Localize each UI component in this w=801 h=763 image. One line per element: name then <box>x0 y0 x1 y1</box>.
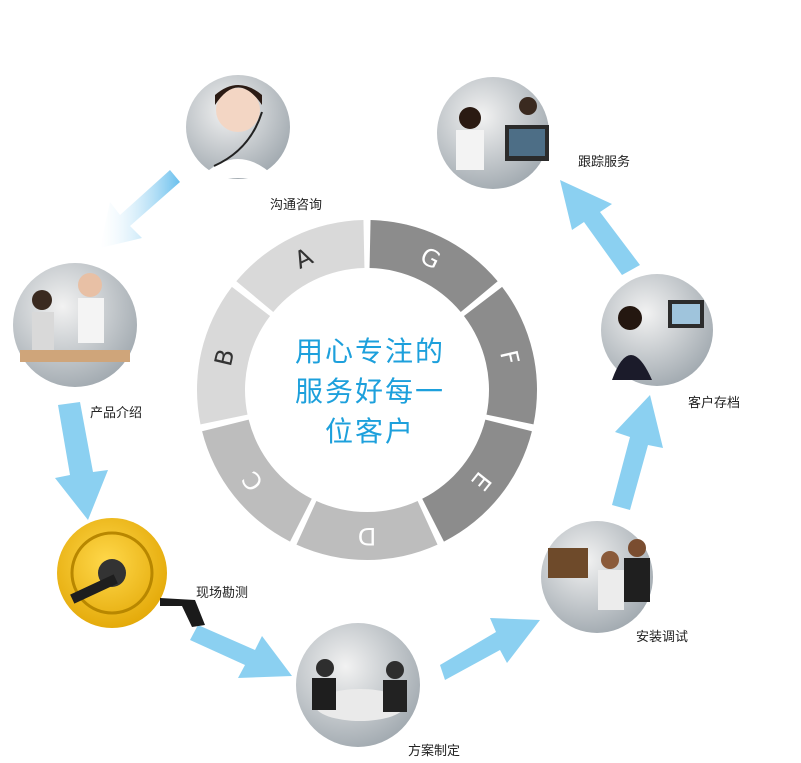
photo-product <box>13 263 137 387</box>
photo-plan <box>296 623 420 747</box>
photo-install <box>541 521 653 633</box>
arrow-consult-to-product <box>100 170 180 248</box>
ring-segment-c <box>202 419 312 542</box>
arrow-archive-to-follow <box>560 180 640 275</box>
ring-segment-e <box>422 419 532 542</box>
ring-letter-f: F <box>494 348 524 368</box>
photo-follow <box>437 77 549 189</box>
center-line-1: 用心专注的 <box>294 335 445 368</box>
ring-segment-a <box>236 220 365 312</box>
step-label-archive: 客户存档 <box>688 396 741 411</box>
center-line-2: 服务好每一 <box>294 375 445 408</box>
center-slogan: 用心专注的 服务好每一 位客户 <box>270 332 470 452</box>
photo-survey <box>57 518 205 628</box>
step-label-plan: 方案制定 <box>408 744 461 759</box>
ring-segment-g <box>369 220 498 312</box>
step-label-survey: 现场勘测 <box>196 586 249 601</box>
ring-letter-b: B <box>209 346 240 368</box>
photo-consult <box>186 75 290 179</box>
arrow-survey-to-plan <box>190 625 292 678</box>
ring-letter-d: D <box>358 522 376 550</box>
flow-arrows <box>55 170 663 680</box>
center-line-3: 位客户 <box>324 415 415 448</box>
ring-segment-b <box>197 286 271 425</box>
ring-segment-f <box>463 286 537 425</box>
photo-archive <box>601 274 713 386</box>
arrow-product-to-survey <box>55 402 108 520</box>
step-label-product: 产品介绍 <box>90 406 143 421</box>
step-label-install: 安装调试 <box>636 630 689 645</box>
step-label-consult: 沟通咨询 <box>270 198 323 213</box>
step-photos <box>13 75 713 747</box>
arrow-install-to-archive <box>612 395 663 510</box>
step-label-follow: 跟踪服务 <box>578 155 631 170</box>
segment-ring <box>197 220 537 560</box>
arrow-plan-to-install <box>440 618 540 680</box>
ring-segment-d <box>296 501 438 560</box>
